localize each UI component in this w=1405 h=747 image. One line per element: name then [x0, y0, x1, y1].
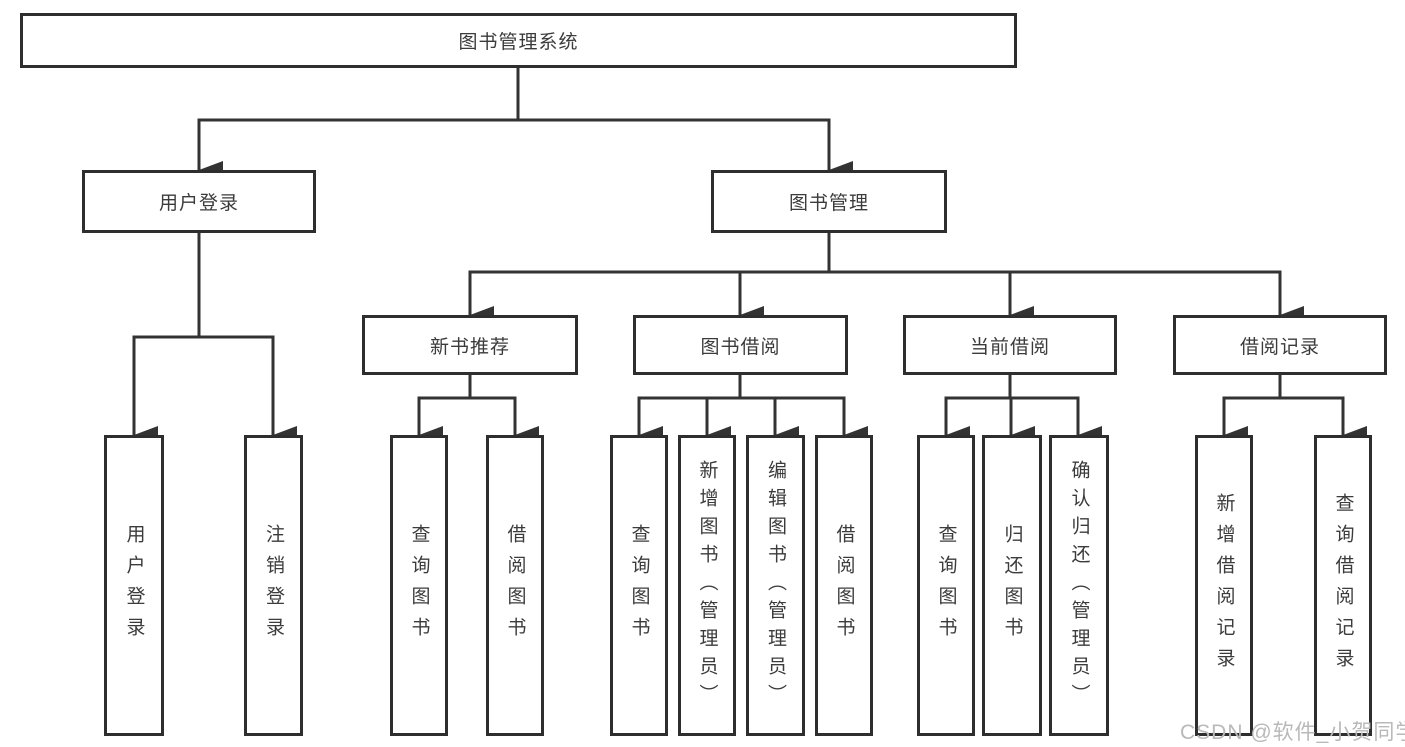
node-label: 借阅记录 [1239, 336, 1320, 358]
node-current-borrow: 当前借阅 [903, 315, 1117, 375]
leaf-logout: 注销登录 [244, 435, 303, 736]
leaf-label: 查询借阅记录 [1332, 492, 1354, 679]
leaf-return-books: 归还图书 [982, 435, 1042, 736]
leaf-label: 查询图书 [935, 523, 957, 648]
leaf-label: 确认归还（管理员） [1068, 459, 1090, 712]
leaf-label: 注销登录 [263, 523, 284, 648]
leaf-user-login: 用户登录 [104, 435, 164, 736]
leaf-add-book-admin: 新增图书（管理员） [678, 435, 736, 736]
leaf-confirm-return-admin: 确认归还（管理员） [1049, 435, 1109, 736]
leaf-label: 新增图书（管理员） [696, 459, 718, 712]
node-label: 新书推荐 [429, 336, 510, 358]
leaf-label: 查询图书 [408, 523, 430, 648]
leaf-query-books-borrow: 查询图书 [610, 435, 668, 736]
leaf-label: 归还图书 [1001, 523, 1023, 648]
node-book-borrow: 图书借阅 [633, 315, 848, 375]
leaf-borrow-books: 借阅图书 [815, 435, 873, 736]
leaf-label: 编辑图书（管理员） [765, 459, 786, 712]
node-book-management: 图书管理 [711, 170, 947, 233]
leaf-label: 借阅图书 [833, 523, 855, 648]
leaf-query-books-current: 查询图书 [917, 435, 975, 736]
node-label: 图书管理系统 [458, 32, 579, 53]
leaf-label: 用户登录 [123, 523, 145, 648]
watermark: CSDN @软件_小贺同学 [1180, 721, 1405, 744]
node-label: 图书管理 [788, 193, 869, 214]
leaf-edit-book-admin: 编辑图书（管理员） [746, 435, 805, 736]
leaf-query-books-recommend: 查询图书 [390, 435, 448, 736]
node-label: 用户登录 [158, 193, 239, 214]
node-new-book-recommend: 新书推荐 [362, 315, 578, 375]
leaf-label: 查询图书 [628, 523, 650, 648]
leaf-label: 新增借阅记录 [1213, 492, 1235, 679]
node-label: 当前借阅 [969, 336, 1050, 358]
leaf-label: 借阅图书 [504, 523, 526, 648]
leaf-borrow-books-recommend: 借阅图书 [486, 435, 544, 736]
leaf-query-borrow-record: 查询借阅记录 [1314, 435, 1372, 736]
node-user-login-branch: 用户登录 [82, 170, 316, 233]
node-borrow-records: 借阅记录 [1173, 315, 1387, 375]
leaf-add-borrow-record: 新增借阅记录 [1195, 435, 1253, 736]
node-library-system: 图书管理系统 [20, 13, 1017, 68]
node-label: 图书借阅 [700, 336, 781, 358]
